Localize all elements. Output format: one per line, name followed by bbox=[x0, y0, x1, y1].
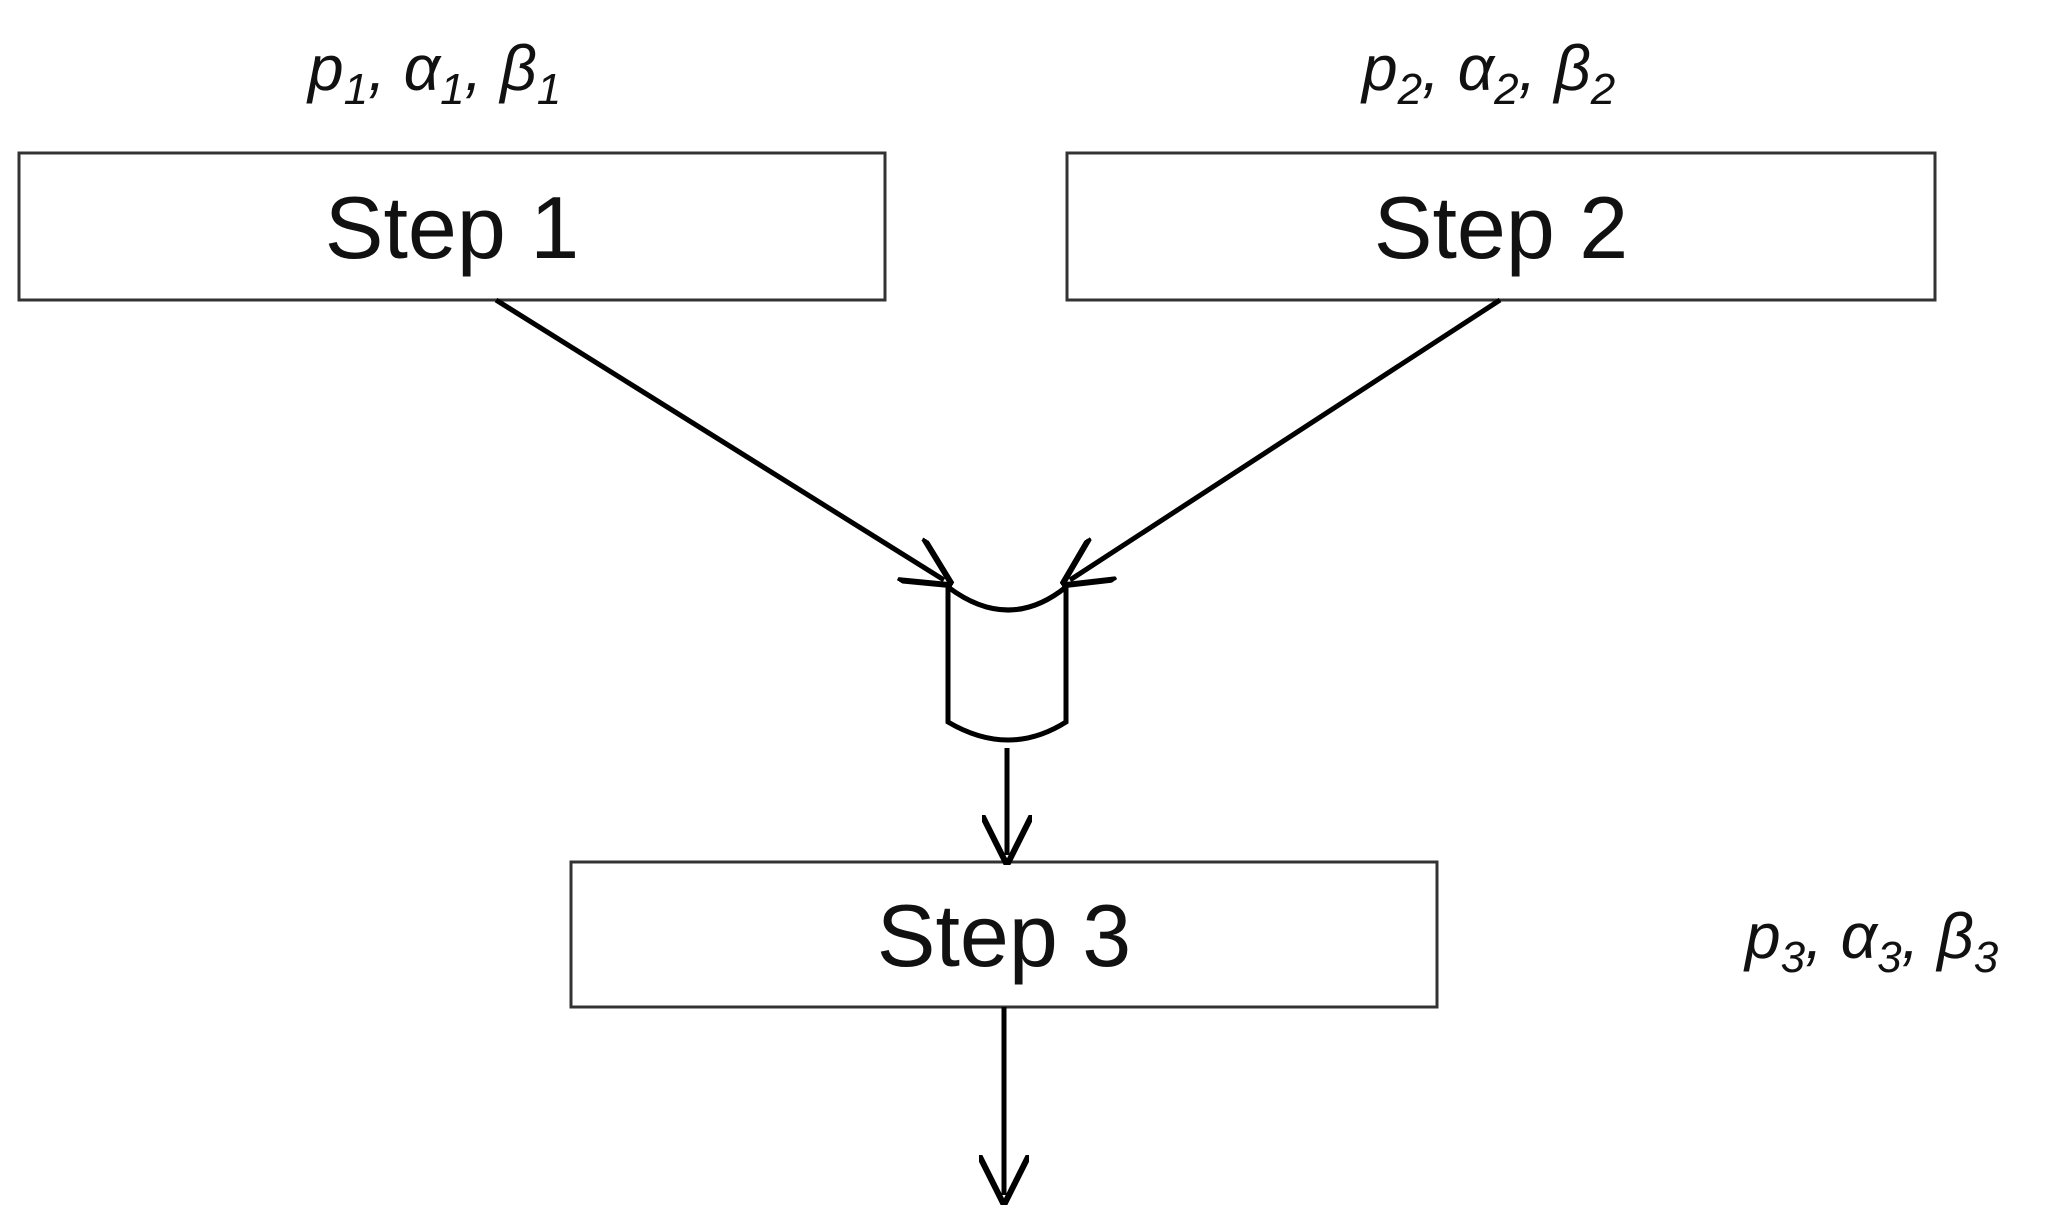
merge-node bbox=[945, 581, 1069, 743]
arrow-step2-to-merge bbox=[1070, 297, 1502, 580]
params-step1: p1, α1, β1 bbox=[306, 32, 561, 114]
step-1-box: Step 1 bbox=[17, 151, 887, 302]
params-step2: p2, α2, β2 bbox=[1360, 32, 1615, 114]
step-1-label: Step 1 bbox=[325, 178, 579, 277]
step-3-label: Step 3 bbox=[877, 886, 1131, 985]
step-2-label: Step 2 bbox=[1374, 178, 1628, 277]
params-step3: p3, α3, β3 bbox=[1743, 900, 1999, 982]
step-3-box: Step 3 bbox=[569, 860, 1439, 1009]
step-2-box: Step 2 bbox=[1065, 151, 1937, 302]
arrow-step1-to-merge bbox=[494, 297, 944, 580]
